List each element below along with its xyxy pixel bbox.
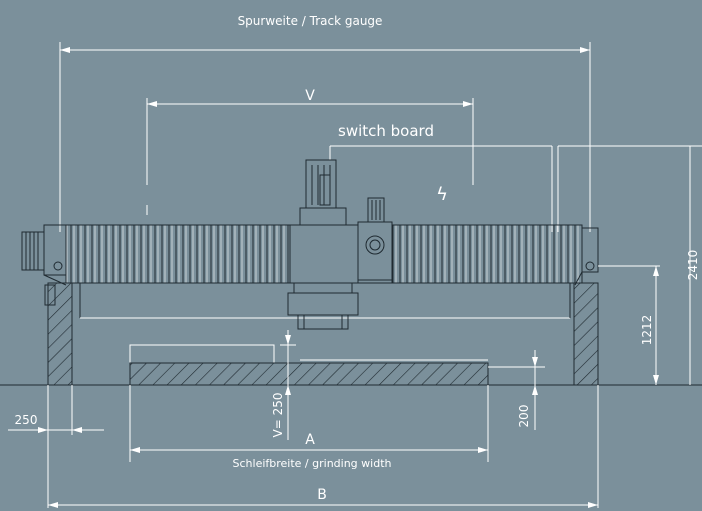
- switch-board-label: switch board: [338, 122, 434, 140]
- dim-v250-label: V= 250: [271, 393, 285, 438]
- grinding-width-label: Schleifbreite / grinding width: [233, 457, 392, 470]
- bellows-right: [391, 224, 583, 284]
- v-label-top: V: [305, 88, 315, 104]
- dimension-b: [47, 385, 599, 508]
- track-gauge-dimension: [59, 42, 591, 232]
- dimension-250-left: [8, 385, 104, 435]
- dimension-v250: [280, 330, 296, 440]
- v-dimension: [146, 98, 474, 215]
- rail-beam: [66, 282, 582, 319]
- dim-2410-label: 2410: [686, 250, 700, 281]
- dim-200-label: 200: [517, 405, 531, 428]
- dimension-2410: [598, 146, 691, 385]
- left-wall: [47, 282, 73, 386]
- dimension-1212: [653, 266, 659, 385]
- right-end-cap: [574, 227, 599, 286]
- bellows-left: [65, 224, 291, 284]
- switch-board-leaders: [329, 145, 702, 232]
- grinding-table: [129, 344, 489, 386]
- right-wall: [573, 282, 599, 386]
- track-gauge-label: Spurweite / Track gauge: [238, 14, 383, 28]
- drive-motor: [357, 197, 393, 281]
- grinding-head: [287, 159, 359, 330]
- dim-b-label: B: [317, 487, 327, 503]
- lightning-icon: ϟ: [436, 184, 448, 205]
- dim-1212-label: 1212: [640, 315, 654, 346]
- dim-250-left-label: 250: [15, 413, 38, 427]
- dimension-200: [488, 350, 545, 430]
- dimension-a: [129, 385, 489, 462]
- dim-a-label: A: [305, 432, 315, 448]
